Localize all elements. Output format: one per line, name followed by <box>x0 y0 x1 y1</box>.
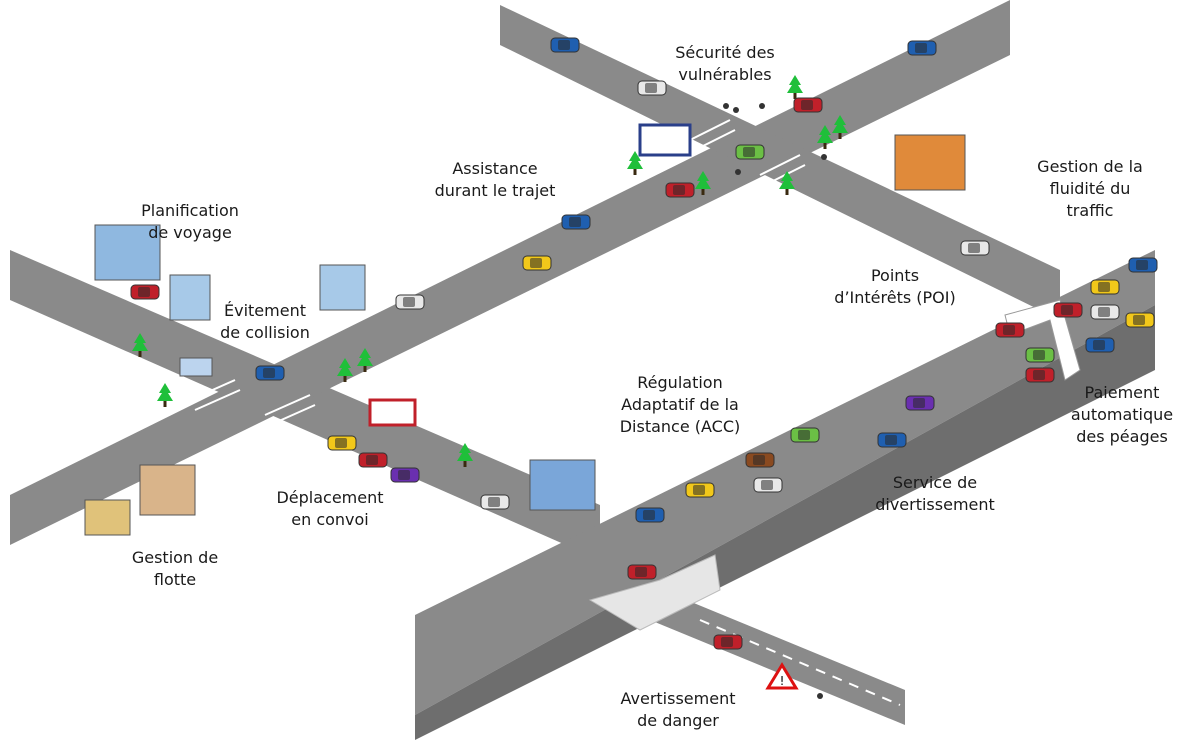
car-icon <box>960 240 990 256</box>
label-assistance: Assistance durant le trajet <box>434 159 556 200</box>
pedestrian-icon <box>733 107 739 113</box>
building-factory <box>139 464 196 516</box>
pedestrian-icon <box>723 103 729 109</box>
label-evitement: Évitement de collision <box>220 301 310 342</box>
car-icon <box>1025 347 1055 363</box>
car-icon <box>522 255 552 271</box>
svg-text:!: ! <box>780 674 785 688</box>
building-warehouse <box>84 499 131 536</box>
car-icon <box>1128 257 1158 273</box>
car-icon <box>1125 312 1155 328</box>
car-icon <box>735 144 765 160</box>
car-icon <box>627 564 657 580</box>
car-icon <box>255 365 285 381</box>
car-icon <box>790 427 820 443</box>
label-regulation: Régulation Adaptatif de la Distance (ACC… <box>619 373 741 436</box>
car-icon <box>995 322 1025 338</box>
building-apartments-2 <box>319 264 366 311</box>
label-gestion-fluidite: Gestion de la fluidité du traffic <box>1037 157 1143 220</box>
label-poi: Points d’Intérêts (POI) <box>834 266 956 307</box>
car-icon <box>130 284 160 300</box>
car-icon <box>358 452 388 468</box>
car-icon <box>793 97 823 113</box>
road-lower <box>650 585 905 725</box>
lane-mark <box>699 619 901 706</box>
car-icon <box>550 37 580 53</box>
car-icon <box>635 507 665 523</box>
car-icon <box>480 494 510 510</box>
car-icon <box>877 432 907 448</box>
car-icon <box>713 634 743 650</box>
car-icon <box>637 80 667 96</box>
building-store <box>529 459 596 511</box>
pedestrian-icon <box>821 154 827 160</box>
car-icon <box>905 395 935 411</box>
label-divertissement: Service de divertissement <box>875 473 995 514</box>
building-house <box>94 224 161 281</box>
car-icon <box>907 40 937 56</box>
car-icon <box>395 294 425 310</box>
car-icon <box>1053 302 1083 318</box>
car-icon <box>1085 337 1115 353</box>
label-securite: Sécurité des vulnérables <box>675 43 775 84</box>
bus <box>179 357 213 377</box>
car-icon <box>1090 279 1120 295</box>
building-apartments <box>169 274 211 321</box>
pedestrian-icon <box>735 169 741 175</box>
building-shop <box>638 123 692 157</box>
car-icon <box>1090 304 1120 320</box>
car-icon <box>561 214 591 230</box>
label-paiement: Paiement automatique des péages <box>1070 383 1174 446</box>
car-icon <box>685 482 715 498</box>
car-icon <box>1025 367 1055 383</box>
building-gas-station <box>368 398 417 427</box>
car-icon <box>390 467 420 483</box>
label-planification: Planification de voyage <box>141 201 239 242</box>
car-icon <box>665 182 695 198</box>
buildings <box>84 123 966 536</box>
label-convoi: Déplacement en convoi <box>276 488 384 529</box>
tree-icon <box>787 75 803 99</box>
label-flotte: Gestion de flotte <box>131 548 219 589</box>
pedestrian-icons <box>723 103 827 699</box>
worker-icon <box>817 693 823 699</box>
pedestrian-icon <box>759 103 765 109</box>
car-icon <box>327 435 357 451</box>
label-danger: Avertissement de danger <box>620 689 736 730</box>
bridge <box>588 554 721 631</box>
building-poi <box>894 134 966 191</box>
road-highway-side <box>415 305 1155 740</box>
road-left-diagonal <box>10 250 600 560</box>
tree-icon <box>157 383 173 407</box>
danger-sign-icon: ! <box>765 662 799 690</box>
car-icon <box>745 452 775 468</box>
car-icon <box>753 477 783 493</box>
